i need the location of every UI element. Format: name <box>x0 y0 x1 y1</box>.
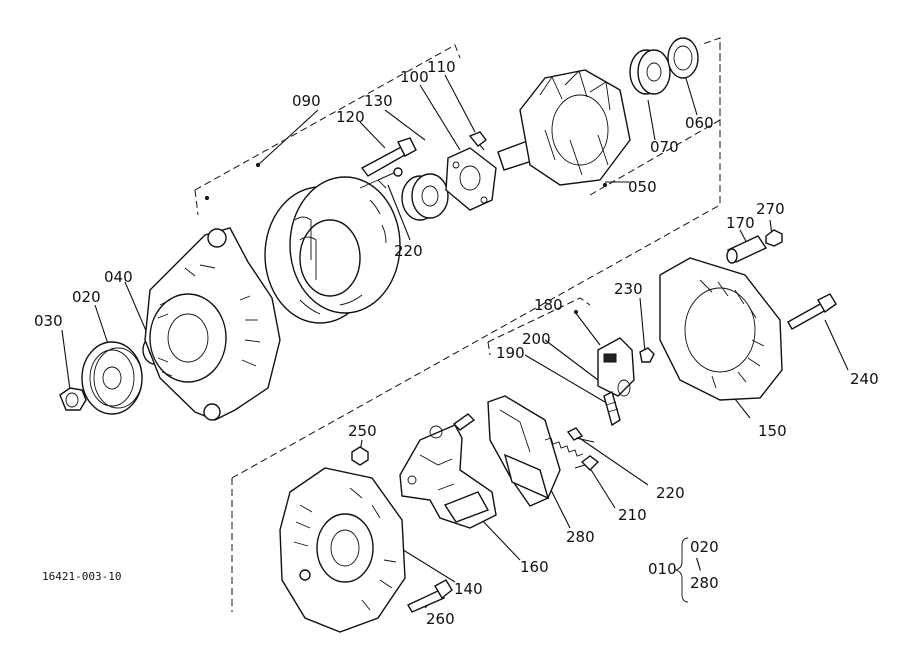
label-090: 090 <box>292 92 321 110</box>
label-190: 190 <box>496 344 525 362</box>
assembly-boundaries <box>194 37 721 612</box>
part-200-terminal-bracket <box>597 337 635 397</box>
label-010: 010 <box>648 560 677 578</box>
part-240-bolt <box>787 293 837 330</box>
part-090-stator <box>264 176 401 324</box>
part-260-bolt <box>407 579 453 613</box>
label-140: 140 <box>454 580 483 598</box>
part-100-retainer-plate <box>445 147 497 211</box>
leader-dots <box>204 162 579 315</box>
label-range-end: 280 <box>690 574 719 592</box>
part-270-nut <box>765 229 783 247</box>
label-070: 070 <box>650 138 679 156</box>
label-130: 130 <box>364 92 393 110</box>
part-190-spring-clip <box>603 390 621 427</box>
part-150-rear-cover <box>659 257 783 401</box>
label-240: 240 <box>850 370 879 388</box>
part-050-rotor <box>497 69 631 188</box>
range-bracket <box>674 537 689 603</box>
label-050: 050 <box>628 178 657 196</box>
part-120-through-bolt <box>360 137 417 177</box>
part-160-rectifier <box>399 413 497 529</box>
label-150: 150 <box>758 422 787 440</box>
label-280: 280 <box>566 528 595 546</box>
part-070-bearing <box>629 49 671 95</box>
part-220-screw-lower <box>566 427 595 443</box>
range-note: 010 020 \ 280 <box>648 538 719 592</box>
label-range-separator: \ <box>696 555 702 573</box>
label-020: 020 <box>72 288 101 306</box>
part-130-bearing <box>401 173 449 221</box>
part-210-screw <box>574 455 600 471</box>
part-170-terminal-sleeve <box>726 235 768 264</box>
part-140-rear-housing <box>279 467 406 633</box>
label-200: 200 <box>522 330 551 348</box>
label-160: 160 <box>520 558 549 576</box>
label-120: 120 <box>336 108 365 126</box>
label-250: 250 <box>348 422 377 440</box>
label-040: 040 <box>104 268 133 286</box>
part-220-screw-upper <box>377 167 403 181</box>
part-280-regulator <box>487 395 584 507</box>
part-060-seal <box>667 37 699 79</box>
part-030-nut <box>59 387 87 411</box>
label-110: 110 <box>427 58 456 76</box>
part-230-nut <box>639 347 655 363</box>
label-100: 100 <box>400 68 429 86</box>
label-030: 030 <box>34 312 63 330</box>
label-210: 210 <box>618 506 647 524</box>
label-060: 060 <box>685 114 714 132</box>
label-220-upper: 220 <box>394 242 423 260</box>
part-front-housing <box>144 227 281 421</box>
label-230: 230 <box>614 280 643 298</box>
label-270: 270 <box>756 200 785 218</box>
leader-lines <box>61 74 849 609</box>
part-020-pulley <box>81 341 143 415</box>
drawing-code: 16421-003-10 <box>42 570 121 583</box>
part-250-nut <box>351 446 369 466</box>
label-170: 170 <box>726 214 755 232</box>
label-260: 260 <box>426 610 455 628</box>
part-labels: 030 020 040 090 120 130 100 110 220 050 … <box>34 58 879 628</box>
label-range-start: 020 <box>690 538 719 556</box>
label-220-lower: 220 <box>656 484 685 502</box>
label-180: 180 <box>534 296 563 314</box>
part-110-screw <box>468 131 487 151</box>
